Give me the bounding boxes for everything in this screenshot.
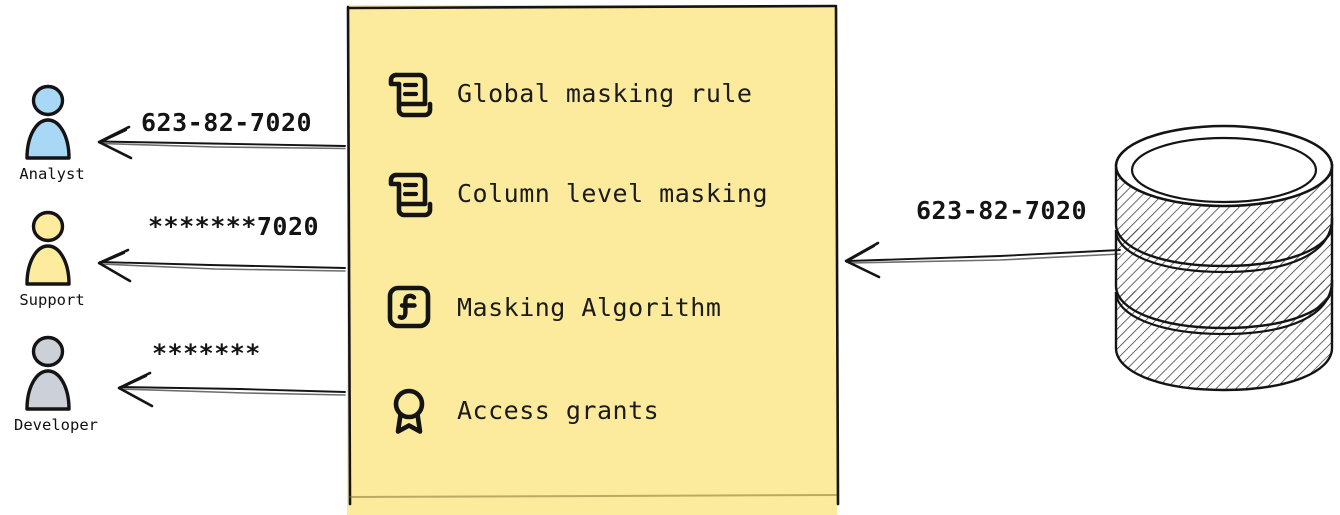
actor-label: Analyst (19, 165, 85, 183)
database-cylinder (1114, 124, 1334, 392)
policy-box (347, 5, 837, 515)
arrow-to-support (97, 248, 346, 283)
avatar (0, 208, 120, 290)
database-icon[interactable] (1108, 120, 1340, 400)
policy-box-outline-layer (346, 4, 840, 506)
policy-row-label: Global masking rule (457, 78, 753, 108)
policy-row[interactable]: Access grants (383, 380, 659, 440)
actor-label: Developer (14, 416, 98, 434)
arrow-label-developer: ******* (152, 339, 261, 368)
actor-label: Support (19, 291, 85, 309)
arrow-label-source: 623-82-7020 (916, 196, 1088, 225)
person-icon (25, 335, 71, 411)
policy-row[interactable]: Global masking rule (383, 63, 752, 123)
diagram-canvas: Global masking rule Column level masking… (0, 4, 1340, 515)
arrow-to-developer (117, 371, 346, 408)
avatar (0, 82, 120, 164)
actor-analyst[interactable]: Analyst (0, 82, 120, 183)
scroll-icon (388, 172, 433, 218)
policy-row[interactable]: Masking Algorithm (383, 277, 721, 337)
arrow-from-database (844, 241, 1121, 279)
arrow-label-analyst: 623-82-7020 (141, 108, 313, 137)
policy-row-label: Access grants (457, 395, 660, 425)
person-icon (25, 210, 71, 286)
policy-row-label: Masking Algorithm (457, 292, 722, 322)
policy-row[interactable]: Column level masking (383, 163, 768, 223)
policy-row-list: Global masking rule Column level masking… (347, 5, 837, 515)
avatar (0, 333, 120, 415)
function-icon (387, 285, 431, 329)
arrow-label-support: *******7020 (148, 212, 320, 241)
award-ribbon-icon (393, 388, 425, 434)
actor-support[interactable]: Support (0, 208, 120, 309)
arrow-to-analyst (97, 125, 346, 160)
arrow-layer (97, 125, 1121, 408)
person-icon (25, 84, 71, 160)
actor-developer[interactable]: Developer (0, 333, 120, 434)
policy-row-label: Column level masking (457, 178, 769, 208)
scroll-icon (388, 72, 433, 118)
